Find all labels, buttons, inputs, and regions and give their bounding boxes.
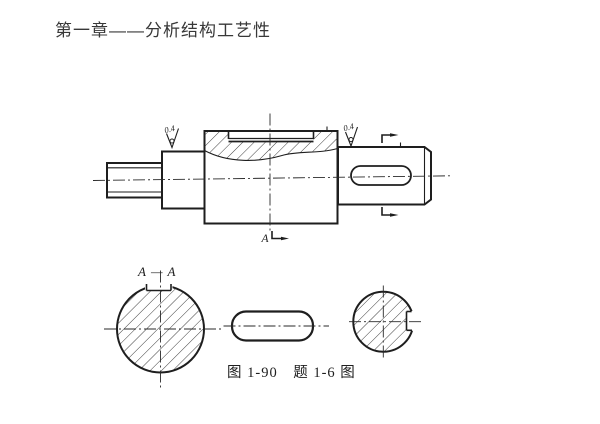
figure-caption: 图 1-90 题 1-6 图 xyxy=(227,365,356,381)
break-line xyxy=(204,147,338,161)
chapter-title: 第一章——分析结构工艺性 xyxy=(55,21,271,40)
keyseat-flat-recess xyxy=(227,131,315,143)
keyway-cutout xyxy=(406,311,417,331)
roughness-value: 0.4 xyxy=(342,121,355,133)
keyway-notch xyxy=(405,310,412,332)
roughness-circle xyxy=(169,138,175,144)
check-mark-icon xyxy=(165,128,180,150)
front-view: 0.4 0.4 A xyxy=(92,113,452,245)
arrow-right-icon xyxy=(281,236,289,241)
cut-label-A: A xyxy=(260,233,269,245)
section-view-A-A: A — A xyxy=(104,264,223,388)
hatch-area xyxy=(204,131,338,161)
right-keyway-cross-section xyxy=(349,285,422,359)
broken-out-section xyxy=(204,126,338,161)
arrow-right-icon xyxy=(390,133,399,137)
surface-roughness-symbol-right: 0.4 xyxy=(342,121,359,148)
keyway-slot xyxy=(350,165,412,186)
right-keyed-section xyxy=(337,142,432,206)
roughness-value: 0.4 xyxy=(163,123,176,135)
roughness-circle xyxy=(348,137,354,142)
keyseat-cutout xyxy=(145,277,173,291)
check-mark-icon xyxy=(344,126,359,148)
surface-roughness-symbol-left: 0.4 xyxy=(163,123,180,150)
shaft-step-section xyxy=(161,150,206,210)
cutting-plane-bracket-top xyxy=(381,133,399,143)
keyseat-notch xyxy=(145,284,172,292)
section-cut-A-indicator: A xyxy=(260,231,289,245)
arrow-right-icon xyxy=(390,213,399,217)
section-view-label: A — A xyxy=(137,264,176,279)
cutting-plane-bracket-bottom xyxy=(381,207,399,217)
keyway-slot-view xyxy=(223,310,329,342)
